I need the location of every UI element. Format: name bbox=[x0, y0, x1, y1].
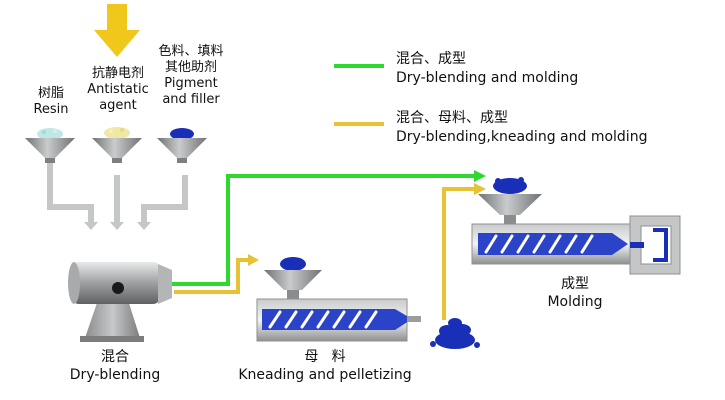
antistatic-label-en-1: Antistatic bbox=[87, 82, 149, 97]
yellow-flow-line-2 bbox=[442, 187, 476, 320]
feed-arrows bbox=[47, 163, 188, 230]
pigment-hopper-icon bbox=[157, 128, 207, 163]
legend-green-text: 混合、成型 Dry-blending and molding bbox=[396, 50, 578, 88]
antistatic-label-en-2: agent bbox=[99, 98, 137, 113]
kneading-label-en: Kneading and pelletizing bbox=[238, 367, 412, 383]
dry-blending-label-en: Dry-blending bbox=[69, 367, 161, 383]
drum-mixer-icon bbox=[68, 262, 172, 342]
legend-green-en: Dry-blending and molding bbox=[396, 70, 579, 86]
antistatic-hopper-icon bbox=[92, 127, 142, 163]
resin-label-cn: 树脂 bbox=[37, 86, 64, 101]
resin-hopper-icon bbox=[25, 128, 75, 163]
pellet-pile-icon bbox=[430, 318, 480, 349]
down-arrow-icon bbox=[94, 4, 140, 57]
molding-machine-icon bbox=[471, 177, 631, 265]
kneading-label-cn: 母 料 bbox=[304, 349, 346, 365]
resin-label: 树脂 Resin bbox=[22, 86, 80, 118]
pigment-label-en-2: and filler bbox=[162, 92, 220, 107]
yellow-flow-line-1 bbox=[174, 258, 250, 294]
molding-label-en: Molding bbox=[547, 294, 603, 310]
dry-blending-label-cn: 混合 bbox=[101, 349, 129, 365]
legend-yellow-text: 混合、母料、成型 Dry-blending,kneading and moldi… bbox=[396, 109, 647, 147]
pigment-label: 色料、填料 其他助剂 Pigment and filler bbox=[148, 44, 234, 108]
mold-icon bbox=[629, 215, 681, 275]
antistatic-label-cn: 抗静电剂 bbox=[91, 66, 144, 81]
resin-label-en: Resin bbox=[33, 102, 69, 117]
legend-green-cn: 混合、成型 bbox=[396, 51, 466, 67]
kneading-label: 母 料 Kneading and pelletizing bbox=[235, 348, 415, 384]
molding-label: 成型 Molding bbox=[530, 275, 620, 311]
legend-yellow-cn: 混合、母料、成型 bbox=[396, 110, 508, 126]
kneading-extruder-icon bbox=[256, 257, 421, 342]
pigment-label-cn-2: 其他助剂 bbox=[164, 60, 217, 75]
pigment-label-en-1: Pigment bbox=[164, 76, 218, 91]
legend-yellow-en: Dry-blending,kneading and molding bbox=[396, 129, 648, 145]
pigment-label-cn-1: 色料、填料 bbox=[158, 44, 224, 59]
green-flow-line bbox=[172, 174, 476, 286]
dry-blending-label: 混合 Dry-blending bbox=[60, 348, 170, 384]
molding-label-cn: 成型 bbox=[561, 276, 589, 292]
antistatic-label: 抗静电剂 Antistatic agent bbox=[78, 66, 158, 114]
